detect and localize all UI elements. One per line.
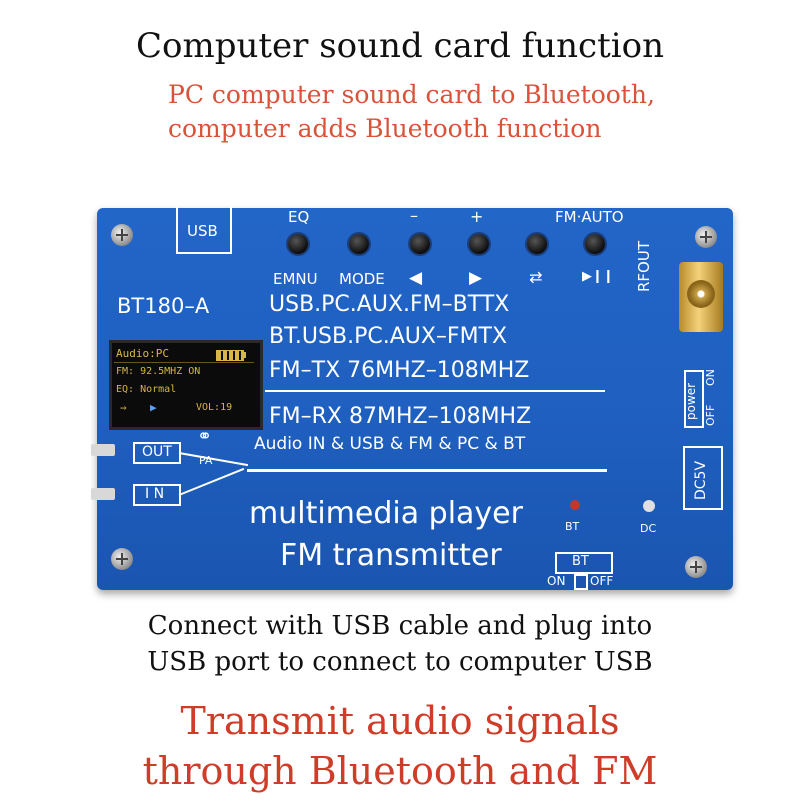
product-line-2: FM transmitter (280, 538, 502, 573)
spec-line-4: FM–RX 87MHZ–108MHZ (269, 404, 532, 429)
label-emnu: EMNU (273, 270, 318, 288)
repeat-icon: ⇅ (526, 270, 546, 285)
dc5v-port: DC5V (683, 446, 723, 510)
dc-led-label: DC (640, 522, 657, 535)
plus-button[interactable] (469, 234, 489, 254)
label-plus: + (470, 207, 484, 226)
model-label: BT180–A (117, 294, 210, 318)
trace-line (178, 452, 249, 467)
screw-icon (685, 556, 707, 578)
pcb-board: EQ – + FM·AUTO EMNU MODE ◀ ▶ ⇅ ▶❙❙ USB B… (91, 206, 733, 590)
subtitle-line-1: PC computer sound card to Bluetooth, (168, 80, 655, 109)
repeat-button[interactable] (527, 234, 547, 254)
label-fm-auto: FM·AUTO (555, 208, 624, 226)
product-line-1: multimedia player (249, 496, 523, 531)
power-label: power (684, 382, 698, 420)
out-port: OUT (133, 442, 181, 464)
battery-tip-icon (244, 352, 246, 358)
switch-knob-icon (574, 574, 588, 590)
connect-line-2: USB port to connect to computer USB (147, 647, 653, 677)
sma-thread (687, 280, 715, 308)
play-pause-icon: ▶❙❙ (582, 269, 614, 284)
bt-switch[interactable]: BT (555, 552, 613, 574)
bt-switch-label: BT (572, 554, 589, 569)
label-eq: EQ (288, 208, 310, 226)
screw-icon (695, 226, 717, 248)
transmit-line-2: through Bluetooth and FM (142, 749, 658, 793)
next-icon: ▶ (469, 268, 483, 288)
in-label: I N (145, 486, 165, 502)
screen-arrow-icon: ⇒ (120, 401, 127, 414)
dc-led (643, 500, 655, 512)
screen-line-audio: Audio:PC (116, 347, 169, 360)
cable-in (91, 488, 115, 500)
spec-line-1: USB.PC.AUX.FM–BTTX (269, 292, 510, 317)
fm-auto-button[interactable] (585, 234, 605, 254)
prev-icon: ◀ (409, 268, 423, 288)
out-label: OUT (142, 444, 172, 460)
mode-button[interactable] (349, 234, 369, 254)
power-on-label: ON (704, 369, 717, 386)
label-minus: – (410, 206, 418, 225)
screw-icon (111, 224, 133, 246)
bt-led-label: BT (565, 520, 580, 533)
cable-out (91, 444, 115, 456)
spec-line-3: FM–TX 76MHZ–108MHZ (269, 358, 530, 383)
battery-icon (216, 350, 244, 361)
in-port: I N (133, 484, 181, 506)
sma-connector (679, 262, 723, 332)
screw-icon (111, 548, 133, 570)
divider-line (265, 390, 605, 392)
spec-line-5: Audio IN & USB & FM & PC & BT (254, 434, 526, 454)
subtitle-line-2: computer adds Bluetooth function (168, 114, 602, 143)
oled-screen: Audio:PC FM: 92.5MHZ ON EQ: Normal ⇒ ▶ V… (109, 340, 263, 430)
screen-separator (114, 362, 254, 363)
power-switch[interactable]: power OFF ON (684, 366, 724, 428)
power-off-label: OFF (704, 404, 717, 426)
usb-port-outline: USB (176, 206, 232, 254)
headline-subtitle: PC computer sound card to Bluetooth, com… (168, 78, 655, 146)
connect-line-1: Connect with USB cable and plug into (147, 611, 653, 641)
transmit-text: Transmit audio signals through Bluetooth… (0, 696, 800, 796)
bt-switch-off: OFF (590, 574, 614, 588)
screen-line-fm: FM: 92.5MHZ ON (116, 366, 201, 377)
spec-line-2: BT.USB.PC.AUX–FMTX (269, 324, 508, 349)
connect-text: Connect with USB cable and plug into USB… (0, 608, 800, 680)
dc5v-label: DC5V (693, 460, 709, 500)
trace-line (178, 467, 245, 496)
bt-led (570, 500, 580, 510)
eq-button[interactable] (288, 234, 308, 254)
bt-switch-on: ON (547, 574, 566, 588)
screen-volume: VOL:19 (196, 402, 233, 413)
screen-line-eq: EQ: Normal (116, 384, 177, 395)
rfout-label: RFOUT (635, 241, 653, 292)
headphones-icon: ⚭ (197, 426, 213, 447)
transmit-line-1: Transmit audio signals (180, 699, 620, 743)
power-label-box (684, 370, 704, 428)
screen-play-icon: ▶ (150, 401, 157, 414)
headline-title: Computer sound card function (136, 26, 664, 66)
label-mode: MODE (339, 270, 385, 288)
divider-stripe (247, 469, 607, 472)
minus-button[interactable] (410, 234, 430, 254)
usb-label: USB (187, 222, 218, 240)
